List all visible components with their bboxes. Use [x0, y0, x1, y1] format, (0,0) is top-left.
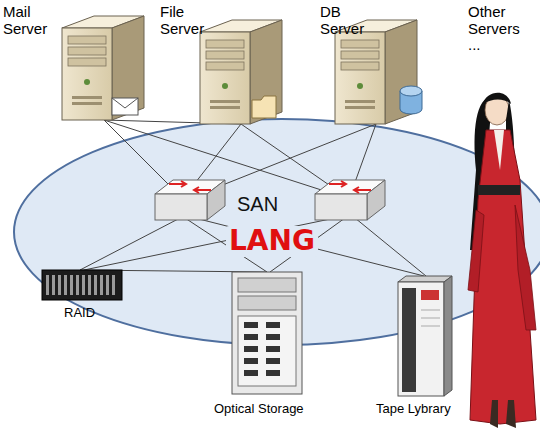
storage-label: Tape Lybrary — [376, 402, 451, 416]
node-text: Optical Storage — [214, 402, 304, 416]
server-label: Other Servers ... — [468, 4, 534, 54]
storage-label: Optical Storage — [214, 402, 304, 416]
node-text: RAID — [64, 306, 95, 320]
network-name: SAN — [234, 193, 281, 215]
server-label: Mail Server — [3, 4, 65, 37]
server-label: File Server — [160, 4, 220, 37]
node-text: DB Server — [320, 4, 380, 37]
server-label: DB Server — [320, 4, 380, 37]
node-text: Tape Lybrary — [376, 402, 451, 416]
node-text: File Server — [160, 4, 220, 37]
storage-label: RAID — [64, 306, 95, 320]
handwritten-note: LANG — [226, 226, 318, 257]
node-text: Other Servers ... — [468, 4, 534, 54]
node-text: Mail Server — [3, 4, 65, 37]
